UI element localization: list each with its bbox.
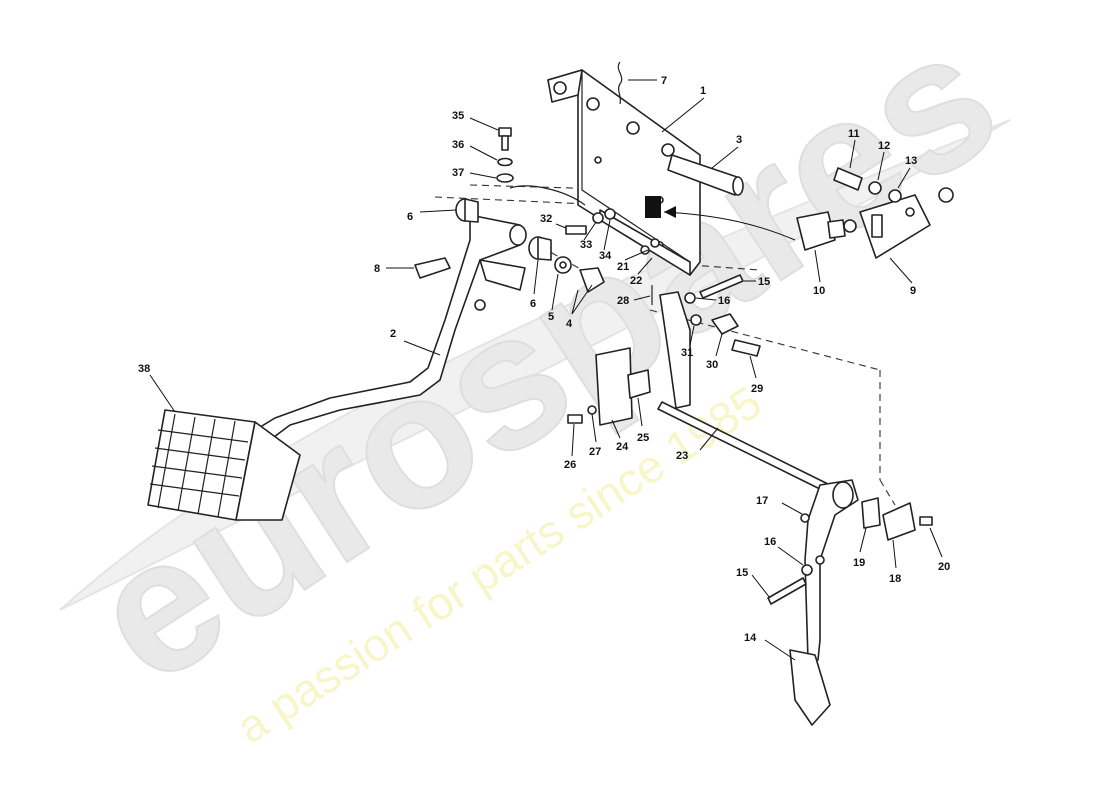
clip-4 (579, 267, 605, 293)
watermark-brand: eurospares (57, 0, 1032, 724)
callout-17: 17 (756, 495, 768, 507)
pivot-shaft (667, 154, 744, 196)
callout-37: 37 (452, 167, 464, 179)
callout-29: 29 (751, 383, 763, 395)
callout-26: 26 (564, 459, 576, 471)
callout-15a: 15 (758, 276, 770, 288)
switch-arrow (663, 211, 796, 241)
nut-16-upper (684, 292, 696, 304)
callout-34: 34 (599, 250, 612, 262)
callout-20: 20 (938, 561, 950, 573)
callout-33: 33 (580, 239, 592, 251)
callout-22: 22 (630, 275, 642, 287)
callout-38: 38 (138, 363, 150, 375)
callout-32: 32 (540, 213, 552, 225)
nut-17 (800, 513, 810, 523)
callout-1: 1 (700, 85, 706, 97)
callout-4: 4 (566, 318, 573, 330)
callout-9: 9 (910, 285, 916, 297)
callout-23: 23 (676, 450, 688, 462)
callout-3: 3 (736, 134, 742, 146)
lever-link-28 (659, 291, 691, 409)
callout-35: 35 (452, 110, 464, 122)
bolt-stack (496, 127, 514, 183)
brake-pedal-arm (251, 214, 527, 441)
callout-16a: 16 (718, 295, 730, 307)
switch-mount-block (645, 196, 661, 218)
callout-7: 7 (661, 75, 667, 87)
split-pin (617, 61, 623, 105)
plate-25 (627, 369, 651, 399)
bushes (455, 198, 552, 261)
bush-19 (861, 497, 881, 529)
bracket-24 (595, 347, 633, 426)
return-spring-wire (509, 185, 586, 206)
washer-31 (690, 314, 702, 326)
callout-27: 27 (589, 446, 601, 458)
clevis-pin-8 (414, 257, 451, 279)
callout-36: 36 (452, 139, 464, 151)
callout-8: 8 (374, 263, 380, 275)
callout-15b: 15 (736, 567, 748, 579)
watermark: eurospares a passion for parts since 198… (56, 0, 1033, 753)
long-bolt-lower (767, 577, 807, 605)
callout-2: 2 (390, 328, 396, 340)
stop-light-switch-assembly (796, 167, 954, 259)
washer-27 (587, 405, 597, 415)
switch-arrow-head (664, 206, 676, 218)
washer-5-hole (559, 261, 567, 269)
plate-18 (882, 502, 916, 541)
long-bolt-upper (699, 274, 744, 299)
clutch-pedal (789, 479, 859, 726)
callout-28: 28 (617, 295, 629, 307)
callout-12: 12 (878, 140, 890, 152)
callout-21: 21 (617, 261, 629, 273)
pin-29 (731, 339, 761, 357)
callout-24: 24 (616, 441, 629, 453)
pedal-box-bracket (547, 69, 701, 276)
callout-31: 31 (681, 347, 693, 359)
clevis-30 (711, 313, 739, 335)
callouts: 1 2 3 4 5 6 6 7 8 9 10 11 12 13 14 15 15… (138, 75, 950, 661)
nut-16-lower (801, 564, 813, 576)
callout-30: 30 (706, 359, 718, 371)
callout-11: 11 (848, 128, 860, 140)
callout-18: 18 (889, 573, 901, 585)
callout-25: 25 (637, 432, 649, 444)
small-hardware-upper (565, 208, 660, 255)
callout-14: 14 (744, 632, 757, 644)
callout-13: 13 (905, 155, 917, 167)
brake-pedal-pad (147, 409, 301, 521)
callout-19: 19 (853, 557, 865, 569)
screw-20 (919, 516, 933, 526)
screw-26 (567, 414, 583, 424)
callout-5: 5 (548, 311, 554, 323)
callout-6a: 6 (407, 211, 413, 223)
callout-6b: 6 (530, 298, 536, 310)
callout-16b: 16 (764, 536, 776, 548)
callout-10: 10 (813, 285, 825, 297)
